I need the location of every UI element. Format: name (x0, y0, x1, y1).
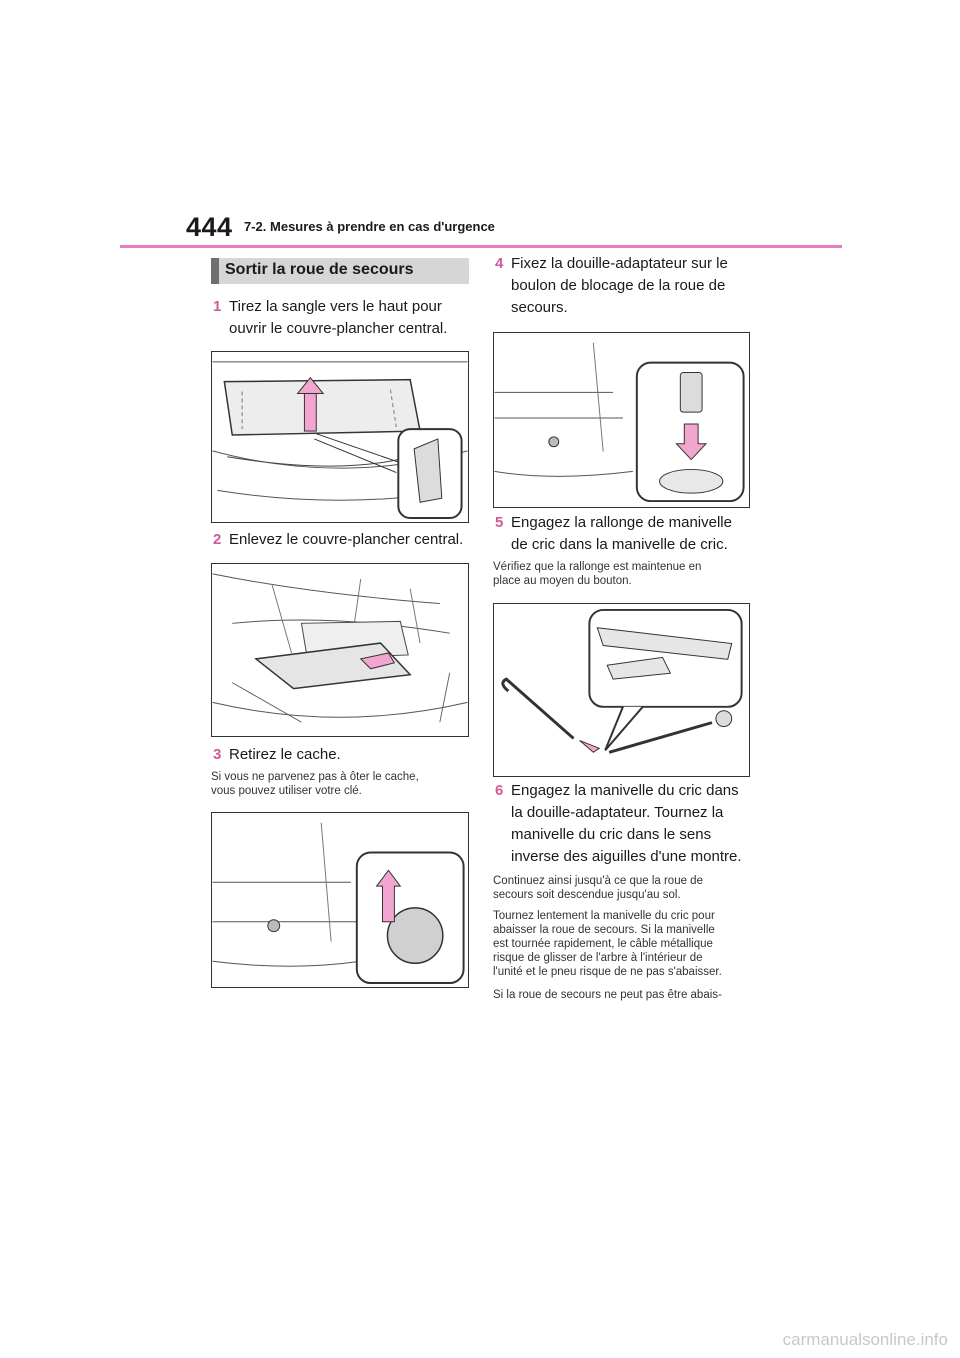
note-line: place au moyen du bouton. (493, 575, 632, 587)
step-line: secours. (511, 299, 568, 316)
note-line: l'unité et le pneu risque de ne pas s'ab… (493, 966, 722, 978)
note-line: abaisser la roue de secours. Si la maniv… (493, 924, 715, 936)
step-2: 2 Enlevez le couvre-plancher central. (213, 529, 473, 551)
step-6-note-1: Continuez ainsi jusqu'à ce que la roue d… (493, 874, 763, 902)
watermark: carmanualsonline.info (782, 1330, 948, 1349)
step-number: 6 (495, 782, 504, 799)
step-line: Tirez la sangle vers le haut pour (229, 298, 442, 315)
header-rule (120, 245, 842, 248)
step-number: 3 (213, 746, 222, 763)
step-line: boulon de blocage de la roue de (511, 277, 726, 294)
socket-adapter-illustration (494, 342, 745, 503)
step-number: 5 (495, 514, 504, 531)
step-line: manivelle du cric dans le sens (511, 826, 712, 843)
figure-jack-handle (493, 603, 750, 777)
step-line: Enlevez le couvre-plancher central. (229, 531, 464, 548)
step-4: 4 Fixez la douille-adaptateur sur le bou… (495, 253, 765, 319)
step-line: Retirez le cache. (229, 746, 341, 763)
note-line: vous pouvez utiliser votre clé. (211, 785, 362, 797)
step-line: Engagez la rallonge de manivelle (511, 514, 732, 531)
section-title-bar (211, 258, 219, 284)
step-3-note: Si vous ne parvenez pas à ôter le cache,… (211, 770, 473, 798)
section-title-text: Sortir la roue de secours (225, 261, 414, 278)
step-number: 1 (213, 298, 222, 315)
step-line: de cric dans la manivelle de cric. (511, 536, 728, 553)
note-line: Si la roue de secours ne peut pas être a… (493, 989, 722, 1001)
step-line: Fixez la douille-adaptateur sur le (511, 255, 728, 272)
step-6: 6 Engagez la manivelle du cric dans la d… (495, 780, 765, 868)
note-line: risque de glisser de l'arbre à l'intérie… (493, 952, 703, 964)
step-line: inverse des aiguilles d'une montre. (511, 848, 742, 865)
page-number: 444 (186, 212, 233, 242)
step-6-note-3: Si la roue de secours ne peut pas être a… (493, 988, 763, 1002)
step-6-note-2: Tournez lentement la manivelle du cric p… (493, 909, 763, 979)
note-line: Continuez ainsi jusqu'à ce que la roue d… (493, 875, 703, 887)
figure-cover-removal (211, 812, 469, 988)
step-number: 2 (213, 531, 222, 548)
step-5-note: Vérifiez que la rallonge est maintenue e… (493, 560, 763, 588)
note-line: Si vous ne parvenez pas à ôter le cache, (211, 771, 419, 783)
section-header: 7-2. Mesures à prendre en cas d'urgence (244, 219, 495, 234)
note-line: Tournez lentement la manivelle du cric p… (493, 910, 715, 922)
step-5: 5 Engagez la rallonge de manivelle de cr… (495, 512, 765, 556)
cover-removal-illustration (212, 822, 465, 985)
figure-socket-adapter (493, 332, 750, 508)
floor-cover-illustration (212, 361, 468, 520)
figure-floor-cover (211, 351, 469, 523)
figure-cargo-area (211, 563, 469, 737)
step-3: 3 Retirez le cache. (213, 744, 473, 766)
jack-handle-illustration (501, 608, 743, 754)
cargo-area-illustration (212, 573, 468, 723)
note-line: Vérifiez que la rallonge est maintenue e… (493, 561, 702, 573)
note-line: est tournée rapidement, le câble métalli… (493, 938, 713, 950)
section-title: Sortir la roue de secours (211, 258, 469, 284)
step-line: ouvrir le couvre-plancher central. (229, 320, 448, 337)
note-line: secours soit descendue jusqu'au sol. (493, 889, 681, 901)
step-line: la douille-adaptateur. Tournez la (511, 804, 724, 821)
step-number: 4 (495, 255, 504, 272)
step-line: Engagez la manivelle du cric dans (511, 782, 739, 799)
step-1: 1 Tirez la sangle vers le haut pour ouvr… (213, 296, 473, 340)
